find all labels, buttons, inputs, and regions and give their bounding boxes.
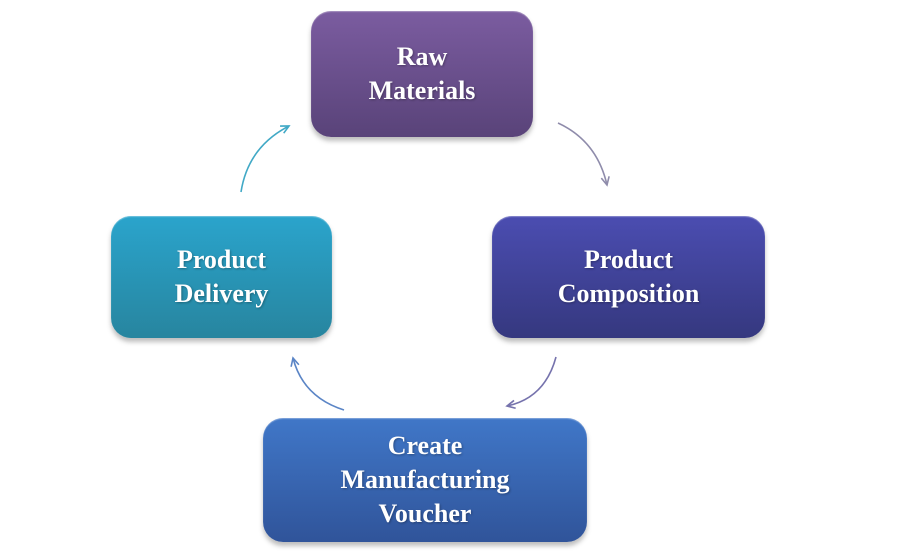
arrow-delivery-to-raw (240, 125, 291, 193)
node-product-composition: Product Composition (492, 216, 765, 338)
node-product-delivery: Product Delivery (111, 216, 332, 338)
node-raw-materials: Raw Materials (311, 11, 533, 137)
node-product-delivery-label: Product Delivery (174, 245, 269, 308)
node-create-manufacturing-voucher: Create Manufacturing Voucher (263, 418, 587, 542)
arrow-raw-to-composition (557, 122, 610, 187)
arrow-voucher-to-delivery (290, 356, 345, 411)
arrow-composition-to-voucher (505, 356, 557, 410)
node-product-composition-label: Product Composition (557, 245, 700, 308)
node-create-manufacturing-voucher-label: Create Manufacturing Voucher (340, 431, 510, 528)
node-raw-materials-label: Raw Materials (368, 42, 476, 105)
